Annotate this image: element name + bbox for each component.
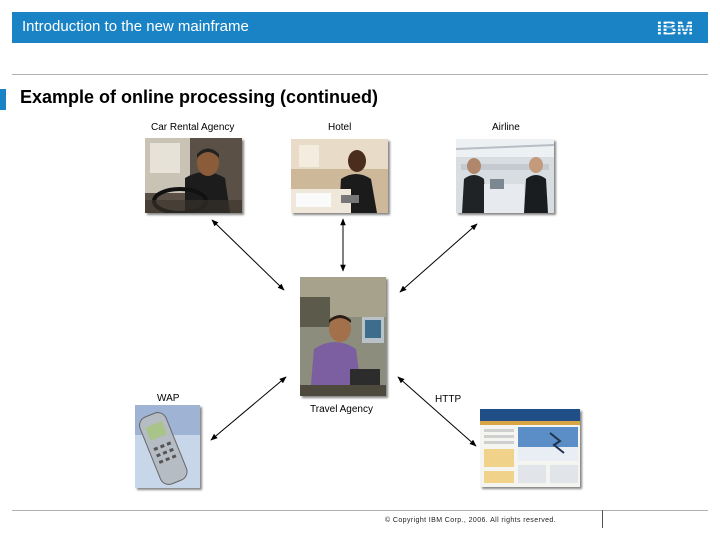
hotel-photo <box>291 139 388 213</box>
slide-title: Example of online processing (continued) <box>20 87 379 107</box>
bottom-divider <box>12 510 708 511</box>
footer-tick <box>602 510 603 528</box>
label-airline: Airline <box>492 122 520 133</box>
label-wap: WAP <box>157 393 180 404</box>
copyright-text: © Copyright IBM Corp., 2006. All rights … <box>385 517 557 524</box>
travel-agency-photo <box>300 277 386 396</box>
title-accent <box>0 89 6 110</box>
arrow-wap <box>210 376 287 441</box>
header-title: Introduction to the new mainframe <box>22 18 249 35</box>
ibm-logo: IBM <box>652 18 698 38</box>
car-rental-photo <box>145 138 242 213</box>
wap-phone-photo <box>135 405 200 488</box>
label-hotel: Hotel <box>328 122 352 133</box>
arrow-car-rental <box>211 219 285 291</box>
header-bar: Introduction to the new mainframe IBM <box>12 12 708 43</box>
label-travel-agency: Travel Agency <box>310 404 373 415</box>
label-car-rental: Car Rental Agency <box>151 122 235 133</box>
arrow-airline <box>399 223 478 293</box>
http-webpage-photo <box>480 409 580 487</box>
label-http: HTTP <box>435 394 462 405</box>
arrow-http <box>397 376 477 447</box>
airline-photo <box>456 139 554 213</box>
top-divider <box>12 74 708 75</box>
